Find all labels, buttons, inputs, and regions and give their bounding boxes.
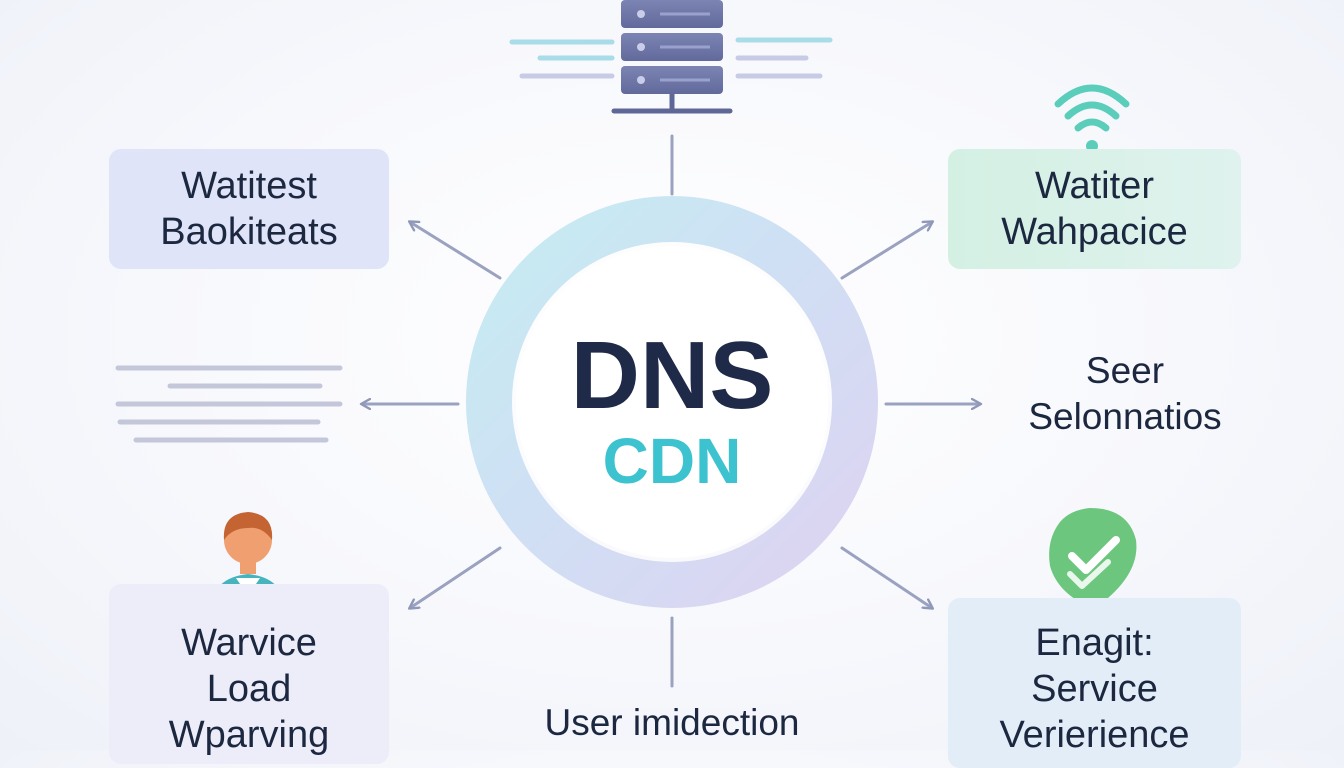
arrow-top-left [410, 222, 502, 280]
hub-ring [466, 196, 878, 608]
hub-center: DNS CDN [516, 246, 828, 558]
node-label-line: Baokiteats [160, 211, 338, 253]
node-label-line: Service [1031, 668, 1158, 710]
node-label-line: Warvice [181, 622, 317, 664]
wifi-signal-icon [1054, 84, 1130, 152]
node-card-bottom-left: Warvice Load Wparving [109, 584, 389, 764]
node-label-line: Watiter [1035, 165, 1154, 207]
node-label-line: Selonnatios [1028, 396, 1222, 437]
hub-primary-label: DNS [570, 322, 774, 429]
node-card-bottom-right: Enagit: Service Verierience [948, 598, 1241, 768]
diagram-canvas [115, 0, 1137, 688]
node-label-line: Wparving [168, 714, 330, 756]
check-shield-icon [1049, 508, 1137, 608]
node-label-line: Watitest [181, 165, 317, 207]
arrow-bottom-left [410, 546, 502, 608]
text-lines-icon [115, 365, 343, 443]
arrow-bottom-right [840, 546, 932, 608]
node-label-bottom: User imidection [544, 702, 800, 743]
node-label-line: Enagit: [1035, 622, 1154, 664]
node-card-top-right: Watiter Wahpacice [948, 149, 1241, 269]
node-card-top-left: Watitest Baokiteats [109, 149, 389, 269]
node-label-line: Verierience [999, 714, 1190, 756]
node-label-line: Wahpacice [1001, 211, 1188, 253]
arrow-top-right [840, 222, 932, 280]
hub-secondary-label: CDN [602, 425, 742, 497]
server-stack-icon [509, 0, 833, 114]
node-label-right: Seer Selonnatios [1000, 348, 1250, 440]
node-label-line: Load [206, 668, 292, 710]
node-label-line: Seer [1085, 350, 1165, 391]
